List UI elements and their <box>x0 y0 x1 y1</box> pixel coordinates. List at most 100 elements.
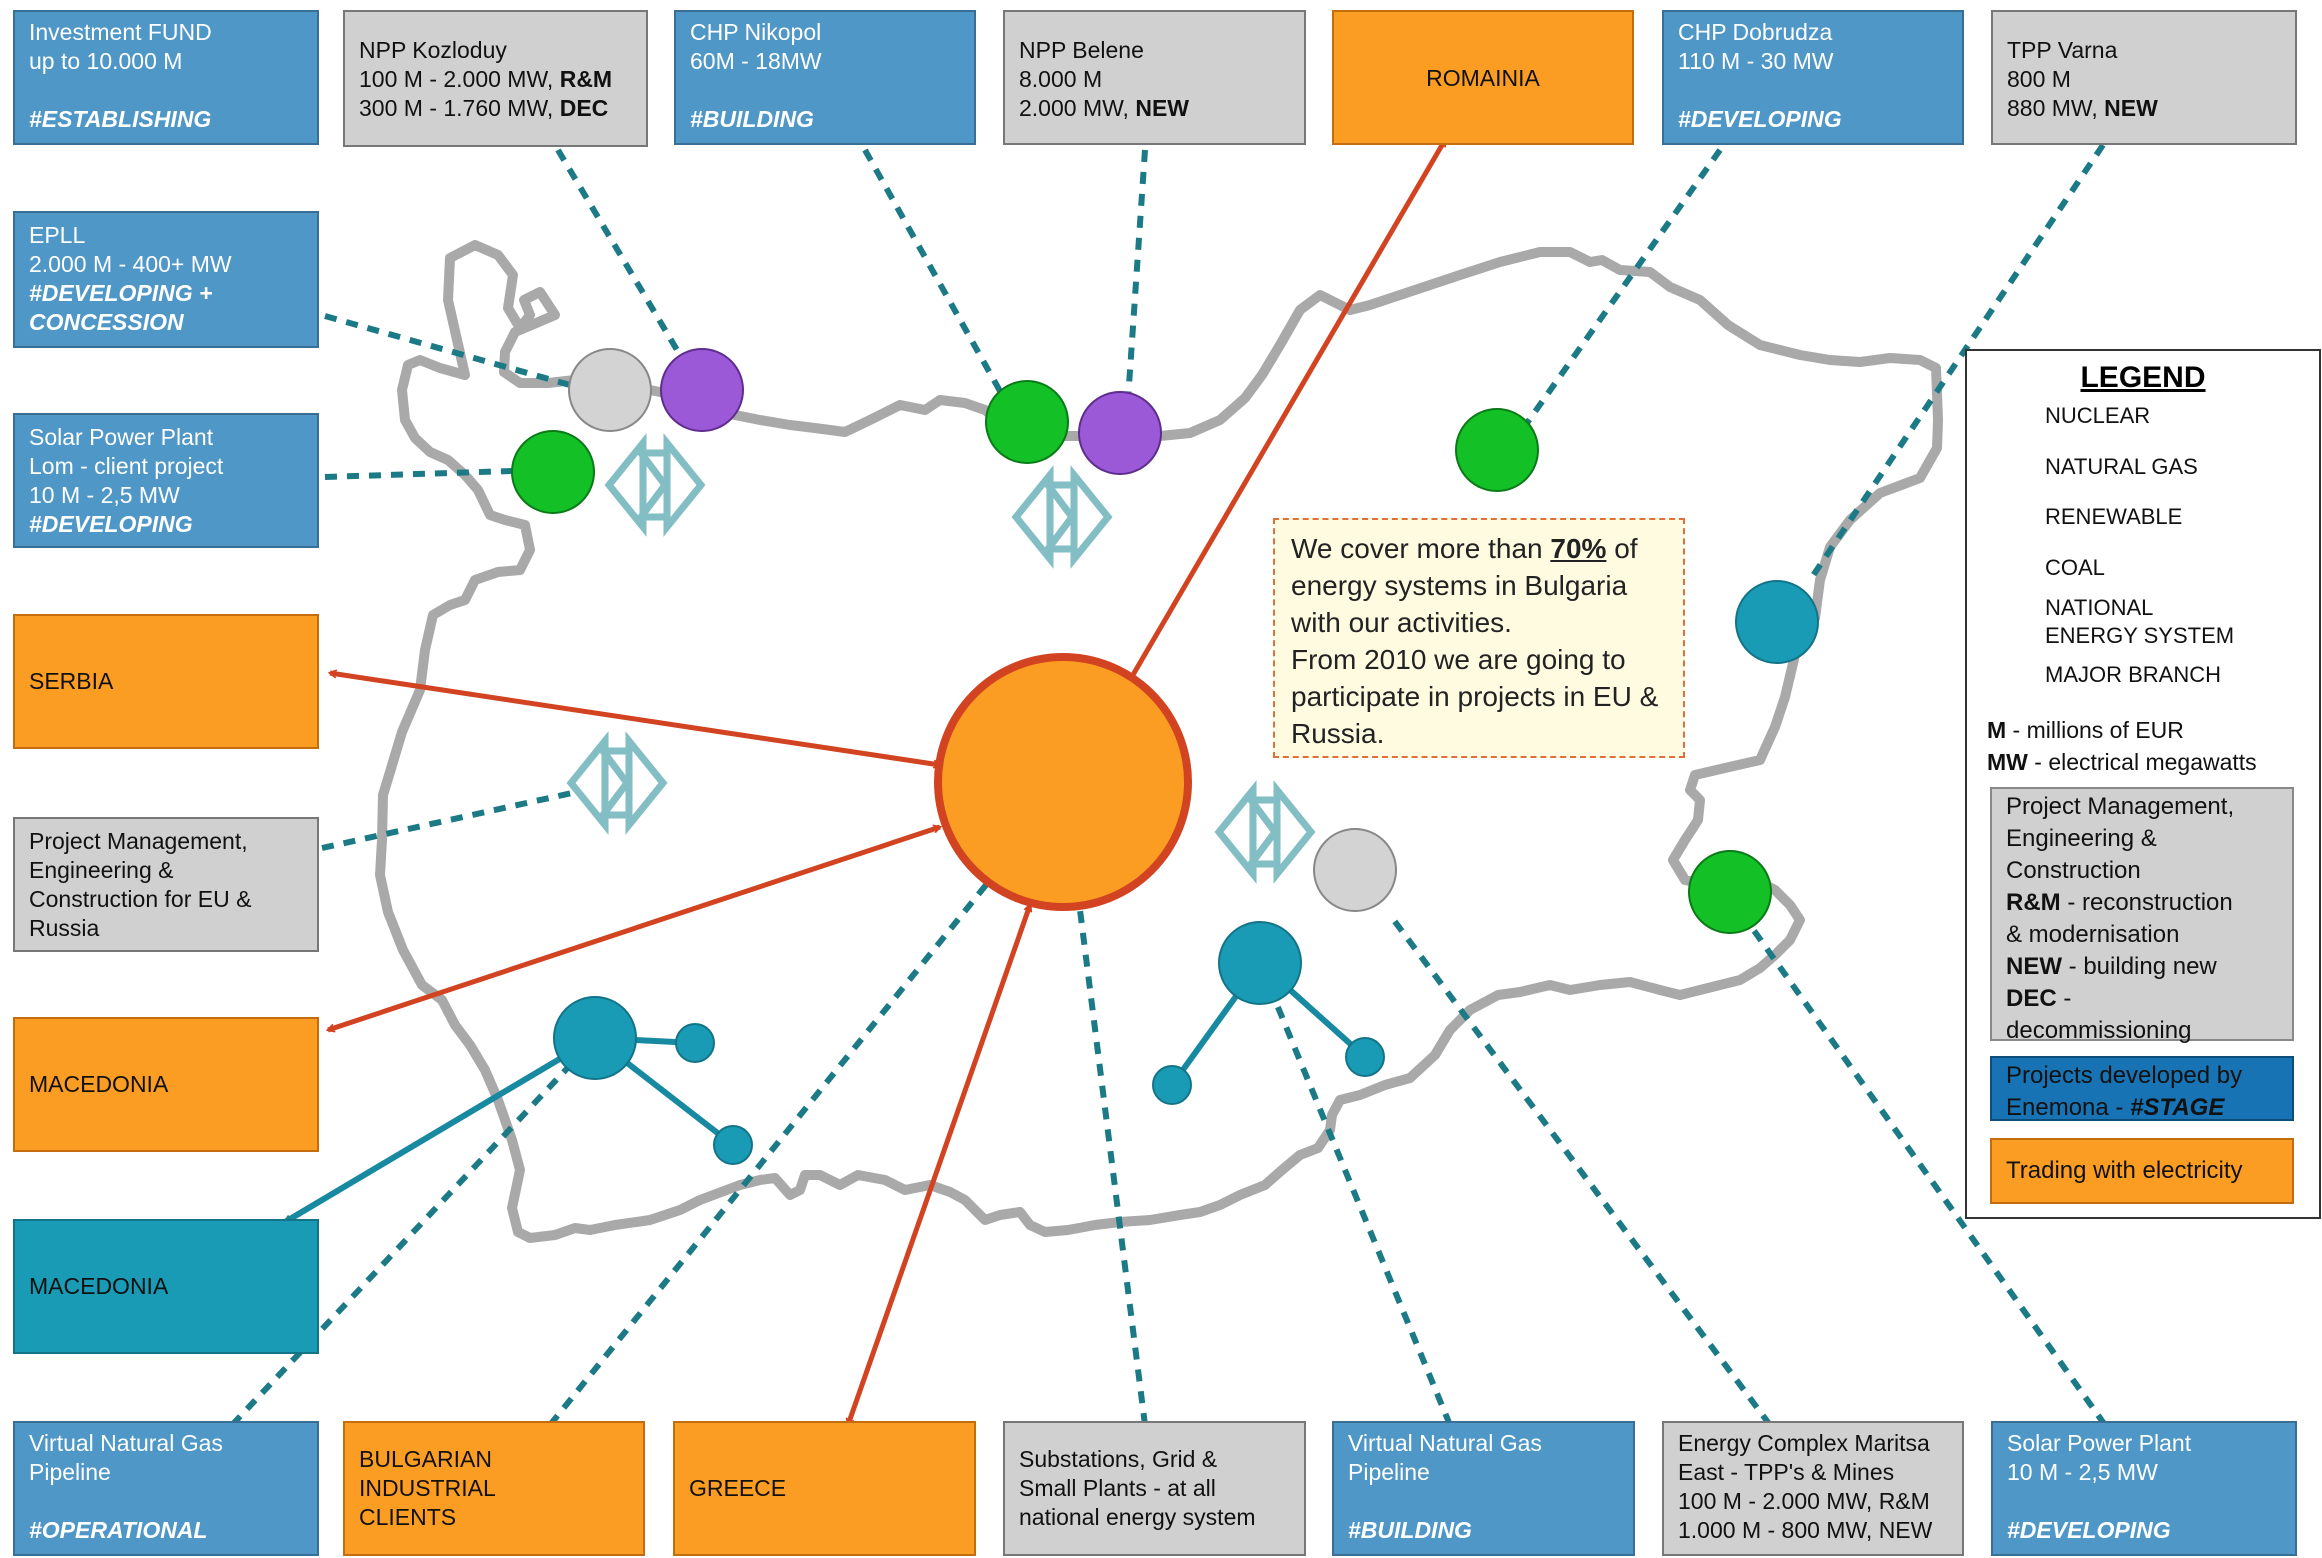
legend-pm-box: Project Management, Engineering & Constr… <box>1990 787 2294 1044</box>
gas-hub-east <box>1218 921 1302 1005</box>
epll-title: EPLL <box>29 222 86 248</box>
chp-nikopol-stage: #BUILDING <box>690 106 814 132</box>
chp-dobrudza-title: CHP Dobrudza <box>1678 19 1833 45</box>
substations-line3: national energy system <box>1019 1504 1256 1530</box>
chp-dobrudza-stage: #DEVELOPING <box>1678 106 1842 132</box>
pm-eu-line3: Construction for EU & <box>29 886 252 912</box>
renewable-node-dobrudza <box>1455 408 1539 492</box>
investment-fund-amount: up to 10.000 M <box>29 48 183 74</box>
legend-renewable-label: RENEWABLE <box>2045 504 2183 529</box>
legend-trading-box: Trading with electricity <box>1990 1138 2294 1204</box>
gas-small-node-east-2 <box>1345 1037 1385 1077</box>
major-branch-logos <box>566 433 1316 884</box>
coverage-info-note: We cover more than 70% of energy systems… <box>1273 518 1685 758</box>
solar-lom-capacity: 10 M - 2,5 MW <box>29 482 180 508</box>
tpp-varna-cost: 800 M <box>2007 66 2071 92</box>
vngp-operational-title: Virtual Natural Gas <box>29 1430 223 1456</box>
npp-belene-capacity: 2.000 MW, NEW <box>1019 95 1189 121</box>
pm-eu-line1: Project Management, <box>29 828 248 854</box>
substations-box[interactable]: Substations, Grid & Small Plants - at al… <box>1003 1421 1306 1556</box>
solar-lom-client: Lom - client project <box>29 453 224 479</box>
vngp-building-box[interactable]: Virtual Natural Gas Pipeline #BUILDING <box>1332 1421 1635 1556</box>
bg-industrial-line2: INDUSTRIAL <box>359 1475 496 1501</box>
gas-small-node-west-2 <box>713 1125 753 1165</box>
investment-fund-stage: #ESTABLISHING <box>29 106 212 132</box>
info-text-3: From 2010 we are going to participate in… <box>1291 644 1659 749</box>
vngp-operational-box[interactable]: Virtual Natural Gas Pipeline #OPERATIONA… <box>13 1421 319 1556</box>
vngp-operational-title-2: Pipeline <box>29 1459 111 1485</box>
legend-title: LEGEND <box>2080 361 2206 394</box>
chp-nikopol-capacity: 60M - 18MW <box>690 48 822 74</box>
epll-capacity: 2.000 M - 400+ MW <box>29 251 232 277</box>
pm-eu-line2: Engineering & <box>29 857 174 883</box>
greece-box[interactable]: GREECE <box>673 1421 976 1556</box>
npp-kozloduy-line2: 100 M - 2.000 MW, R&M <box>359 66 613 92</box>
branch-logo-sofia <box>566 731 668 835</box>
bg-industrial-clients-box[interactable]: BULGARIAN INDUSTRIAL CLIENTS <box>343 1421 645 1556</box>
legend-enemona-box: Projects developed by Enemona - #STAGE <box>1990 1056 2294 1121</box>
maritsa-line3: 100 M - 2.000 MW, R&M <box>1678 1488 1930 1514</box>
info-text-2: of energy systems in Bulgaria with our a… <box>1291 533 1638 638</box>
npp-kozloduy-title: NPP Kozloduy <box>359 37 507 63</box>
bg-industrial-line3: CLIENTS <box>359 1504 457 1530</box>
legend-unit-mw: MW - electrical megawatts <box>1987 749 2257 775</box>
nuclear-node-belene <box>1078 391 1162 475</box>
legend-coal-label: COAL <box>2045 555 2105 580</box>
solar-lom-stage: #DEVELOPING <box>29 511 193 537</box>
macedonia-gas-box[interactable]: MACEDONIA <box>13 1219 319 1354</box>
npp-kozloduy-box[interactable]: NPP Kozloduy 100 M - 2.000 MW, R&M 300 M… <box>343 10 648 147</box>
investment-fund-box[interactable]: Investment FUND up to 10.000 M #ESTABLIS… <box>13 10 319 145</box>
epll-box[interactable]: EPLL 2.000 M - 400+ MW #DEVELOPING + CON… <box>13 211 319 348</box>
npp-belene-title: NPP Belene <box>1019 37 1144 63</box>
serbia-label: SERBIA <box>29 668 114 694</box>
substations-line1: Substations, Grid & <box>1019 1446 1218 1472</box>
npp-belene-box[interactable]: NPP Belene 8.000 M 2.000 MW, NEW <box>1003 10 1306 145</box>
romania-box[interactable]: ROMAINIA <box>1332 10 1634 145</box>
solar-east-capacity: 10 M - 2,5 MW <box>2007 1459 2158 1485</box>
epll-stage: #DEVELOPING + <box>29 280 213 306</box>
nuclear-node-kozloduy <box>660 348 744 432</box>
solar-lom-box[interactable]: Solar Power Plant Lom - client project 1… <box>13 413 319 548</box>
solar-lom-title: Solar Power Plant <box>29 424 214 450</box>
chp-nikopol-box[interactable]: CHP Nikopol 60M - 18MW #BUILDING <box>674 10 976 145</box>
serbia-box[interactable]: SERBIA <box>13 614 319 749</box>
info-highlight-70: 70% <box>1550 533 1607 564</box>
gas-node-varna <box>1735 580 1819 664</box>
maritsa-line1: Energy Complex Maritsa <box>1678 1430 1930 1456</box>
chp-dobrudza-box[interactable]: CHP Dobrudza 110 M - 30 MW #DEVELOPING <box>1662 10 1964 145</box>
macedonia-trading-box[interactable]: MACEDONIA <box>13 1017 319 1152</box>
npp-belene-cost: 8.000 M <box>1019 66 1103 92</box>
solar-east-stage: #DEVELOPING <box>2007 1517 2171 1543</box>
plant-nodes <box>511 348 1819 1165</box>
vngp-building-stage: #BUILDING <box>1348 1517 1472 1543</box>
chp-dobrudza-capacity: 110 M - 30 MW <box>1678 48 1834 74</box>
substations-line2: Small Plants - at all <box>1019 1475 1216 1501</box>
branch-logo-lom <box>604 433 706 537</box>
legend-branch-label: MAJOR BRANCH <box>2045 662 2222 687</box>
legend-gas-label: NATURAL GAS <box>2045 454 2198 479</box>
renewable-node-lom <box>511 430 595 514</box>
romania-label: ROMAINIA <box>1426 65 1540 91</box>
coal-node-maritsa <box>1313 828 1397 912</box>
solar-east-box[interactable]: Solar Power Plant 10 M - 2,5 MW #DEVELOP… <box>1991 1421 2297 1556</box>
coal-node-kozloduy <box>568 348 652 432</box>
macedonia-gas-label: MACEDONIA <box>29 1273 169 1299</box>
info-text-1: We cover more than <box>1291 533 1551 564</box>
renewable-node-east <box>1688 850 1772 934</box>
maritsa-east-box[interactable]: Energy Complex Maritsa East - TPP's & Mi… <box>1662 1421 1964 1556</box>
branch-logo-stara-zagora <box>1214 780 1316 884</box>
pm-eu-russia-box[interactable]: Project Management, Engineering & Constr… <box>13 817 319 952</box>
gas-small-node-east-1 <box>1152 1065 1192 1105</box>
maritsa-line2: East - TPP's & Mines <box>1678 1459 1895 1485</box>
tpp-varna-title: TPP Varna <box>2007 37 2118 63</box>
investment-fund-title: Investment FUND <box>29 19 212 45</box>
gas-small-node-west-1 <box>675 1023 715 1063</box>
gas-hub-west <box>553 996 637 1080</box>
tpp-varna-box[interactable]: TPP Varna 800 M 880 MW, NEW <box>1991 10 2297 145</box>
branch-logo-nikopol <box>1011 465 1113 569</box>
maritsa-line4: 1.000 M - 800 MW, NEW <box>1678 1517 1933 1543</box>
vngp-building-title: Virtual Natural Gas <box>1348 1430 1542 1456</box>
epll-stage-2: CONCESSION <box>29 309 184 335</box>
